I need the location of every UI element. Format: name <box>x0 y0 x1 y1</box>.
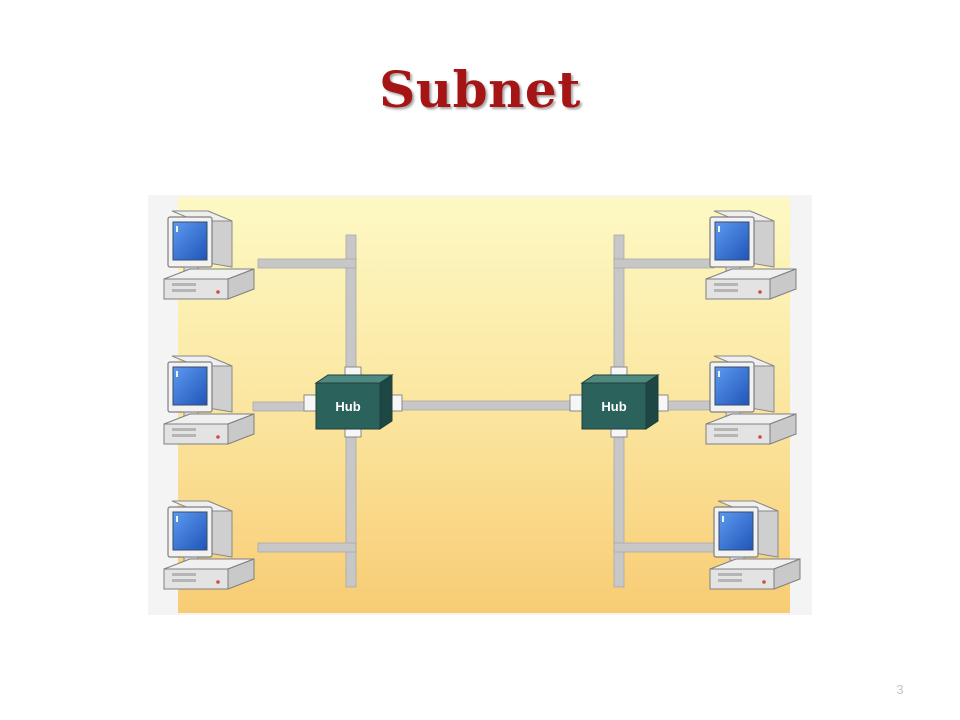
hub-left: Hub <box>303 366 403 438</box>
slide-number: 3 <box>896 682 904 697</box>
hub-left-label: Hub <box>335 399 360 414</box>
hub-right-label: Hub <box>601 399 626 414</box>
slide-title: Subnet <box>379 60 581 119</box>
hub-right: Hub <box>569 366 669 438</box>
cable-hub-link <box>393 400 575 411</box>
network-diagram: Hub Hub <box>148 195 812 615</box>
